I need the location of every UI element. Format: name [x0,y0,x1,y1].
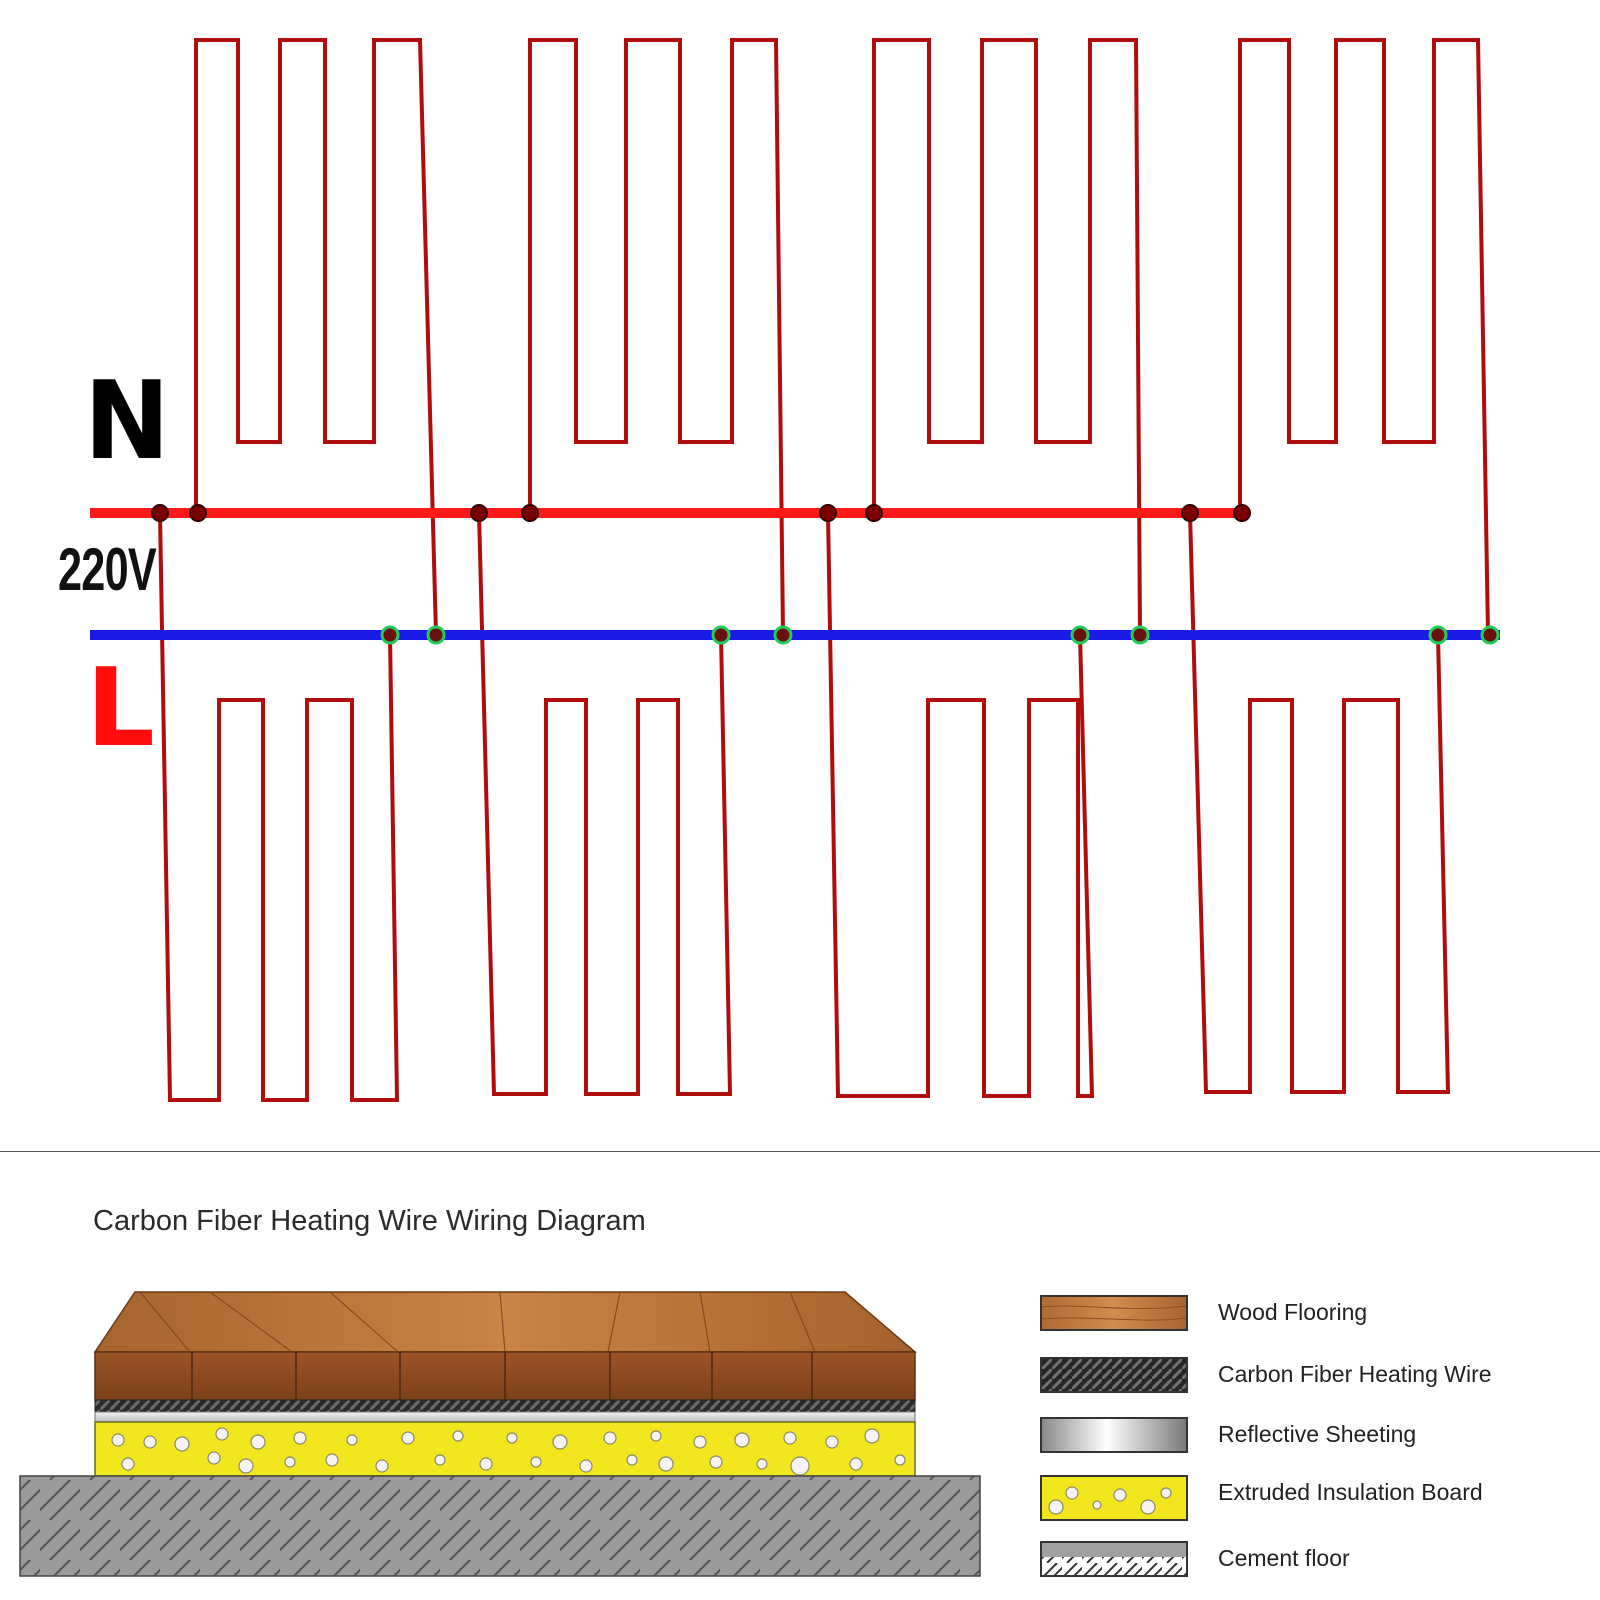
top-heating-loop-4 [1238,38,1490,636]
cement-layer [19,1475,981,1577]
diagram-title: Carbon Fiber Heating Wire Wiring Diagram [93,1205,646,1237]
legend-item-reflective: Reflective Sheeting [1040,1417,1600,1457]
live-junction-node [1070,625,1090,645]
legend-item-cement: Cement floor [1040,1541,1600,1581]
section-divider [0,1151,1600,1152]
wiring-diagram [90,38,1500,1102]
legend-label: Wood Flooring [1218,1299,1368,1325]
live-junction-node [711,625,731,645]
bottom-heating-loop-4 [1188,512,1451,1094]
neutral-junction-node [865,504,883,522]
live-junction-node [1480,625,1500,645]
reflective-swatch [1040,1417,1188,1453]
neutral-junction-node [521,504,539,522]
wood-swatch [1040,1295,1188,1331]
legend-label: Extruded Insulation Board [1218,1479,1483,1505]
insulation-swatch [1040,1475,1188,1521]
live-junction-node [1130,625,1150,645]
neutral-junction-node [819,504,837,522]
voltage-label: 220V [58,536,157,603]
live-junction-node [1428,625,1448,645]
legend-item-wood: Wood Flooring [1040,1295,1600,1335]
neutral-junction-node [1181,504,1199,522]
bottom-heating-loop-1 [158,512,400,1102]
live-junction-node [773,625,793,645]
reflective-layer [94,1411,916,1423]
neutral-junction-node [151,504,169,522]
floor-cross-section [19,1291,981,1577]
cement-swatch [1040,1541,1188,1577]
heating-wire-loops [158,38,1490,1102]
top-heating-loop-3 [872,38,1142,636]
neutral-label: N [84,359,170,484]
carbon-layer [94,1399,916,1413]
junction-nodes [151,504,1500,645]
legend-item-insulation: Extruded Insulation Board [1040,1475,1600,1521]
live-junction-node [426,625,446,645]
neutral-junction-node [470,504,488,522]
bottom-heating-loop-3 [826,512,1095,1098]
wood-top-surface [93,1291,918,1353]
legend-label: Reflective Sheeting [1218,1421,1417,1447]
live-label: L [86,646,155,771]
carbon-swatch [1040,1357,1188,1393]
bottom-heating-loop-2 [477,512,733,1096]
neutral-junction-node [1233,504,1251,522]
top-heating-loop-1 [194,38,438,636]
top-heating-loop-2 [528,38,785,636]
legend-label: Carbon Fiber Heating Wire [1218,1361,1492,1387]
neutral-junction-node [189,504,207,522]
live-junction-node [380,625,400,645]
legend-label: Cement floor [1218,1545,1350,1571]
legend-item-carbon: Carbon Fiber Heating Wire [1040,1357,1600,1397]
